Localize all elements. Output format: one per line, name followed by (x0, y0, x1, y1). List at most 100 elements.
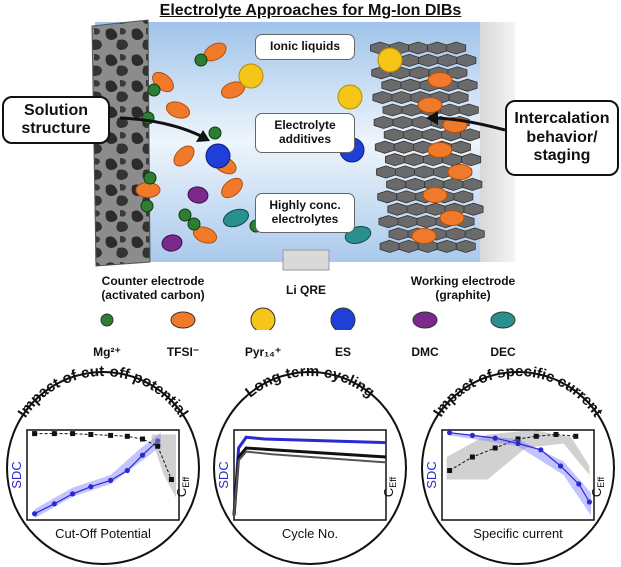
graphite-hexagon (392, 115, 413, 129)
dec-molecule (222, 208, 250, 228)
graphite-hexagon (414, 165, 435, 179)
legend-label: Pyr₁₄⁺ (244, 345, 282, 359)
legend-label: TFSI⁻ (166, 345, 200, 359)
arrow-head-right (426, 111, 438, 125)
graphite-hexagon (456, 53, 477, 67)
sdc-point (538, 447, 544, 453)
sdc-point (155, 438, 161, 444)
tfsi-ion (427, 142, 453, 158)
mg-ion (147, 83, 161, 97)
pyr14-ion (377, 47, 403, 73)
ceff-point (447, 468, 453, 473)
label-working-electrode: Working electrode (graphite) (410, 274, 516, 303)
graphite-hexagon (409, 66, 430, 80)
sdc-point (70, 491, 76, 497)
ceff-point (88, 432, 94, 437)
y-axis-label: SDC (424, 461, 439, 488)
graphite-hexagon (405, 177, 426, 191)
graphite-hexagon (451, 140, 471, 154)
result-panels: Impact of cut-off potentialSDCCEffCut-Of… (6, 363, 615, 565)
sdc-point (31, 511, 38, 517)
graphite-hexagon (458, 103, 479, 117)
blue-circle-icon (330, 307, 356, 330)
tfsi-ion (165, 101, 191, 119)
graphite-hexagon (462, 177, 483, 191)
tfsi-ion (447, 164, 473, 180)
tag-highly-conc: Highly conc. electrolytes (255, 193, 355, 233)
purple-ellipse-icon (412, 311, 438, 329)
graphite-hexagon (455, 239, 476, 253)
graphite-hexagon (418, 53, 439, 67)
mg-ion (143, 171, 157, 185)
plot-frame (233, 429, 387, 521)
graphite-hexagon (400, 78, 421, 92)
es-ion (205, 143, 231, 169)
mg-ion (194, 53, 208, 67)
graphite-hexagon (391, 91, 412, 105)
graphite-hexagon (374, 140, 395, 154)
ceff-point (492, 445, 498, 451)
sdc-point (51, 501, 57, 507)
ceff-point (155, 443, 161, 449)
sdc-point (124, 467, 130, 474)
callout-solution-structure: Solution structure (2, 96, 110, 144)
yellow-circle-icon (250, 307, 276, 330)
panel: Impact of specific currentSDCCEffSpecifi… (421, 363, 615, 565)
graphite-hexagon (376, 165, 396, 179)
mg-ion (178, 208, 192, 222)
graphite-hexagon (406, 202, 427, 216)
ceff-point (32, 431, 38, 437)
ceff-point (124, 433, 130, 439)
tfsi-ion (221, 177, 243, 199)
sdc-point (88, 484, 94, 490)
label-counter-electrode: Counter electrode (activated carbon) (101, 274, 205, 303)
graphite-hexagon (421, 128, 442, 142)
ceff-point (533, 433, 539, 439)
graphite-hexagon (384, 153, 405, 167)
label-li-qre: Li QRE (285, 283, 326, 297)
ceff-point (140, 436, 146, 442)
graphite-hexagon (436, 239, 457, 253)
panel: Impact of cut-off potentialSDCCEffCut-Of… (6, 363, 200, 565)
counter-electrode-shape (91, 19, 151, 267)
legend-icons (100, 307, 516, 330)
tfsi-ion (417, 97, 443, 113)
graphite-hexagon (388, 227, 409, 241)
graphite-hexagon (404, 153, 424, 167)
sdc-point (492, 435, 498, 441)
sdc-point (469, 432, 475, 438)
graphite-hexagon (372, 91, 393, 105)
graphite-hexagon (382, 103, 403, 117)
tfsi-ion (192, 226, 218, 244)
graphite-hexagon (381, 78, 402, 92)
graphite-hexagon (447, 66, 468, 80)
sdc-point (108, 477, 114, 483)
sdc-point (515, 440, 521, 447)
ceff-point (108, 432, 114, 438)
x-axis-label: Specific current (473, 526, 563, 541)
graphite-hexagon (427, 41, 448, 55)
graphite-hexagon (386, 177, 407, 191)
sdc-point (447, 430, 453, 436)
legend-label: DEC (490, 345, 516, 359)
tfsi-ion (411, 228, 437, 244)
graphite-hexagon (448, 91, 469, 105)
sdc-band (449, 432, 591, 516)
dmc-molecule (187, 186, 209, 204)
ceff-point (469, 454, 475, 460)
small-green-circle-icon (100, 313, 114, 327)
tfsi-ion (439, 210, 465, 226)
callout-intercalation: Intercalation behavior/ staging (505, 100, 619, 176)
graphite-hexagon (383, 128, 404, 142)
ceff-line-2 (233, 450, 387, 516)
ceff-point (573, 433, 579, 439)
tag-ionic-liquids: Ionic liquids (255, 34, 355, 60)
pyr14-ion (238, 63, 264, 89)
li-qre-shape (282, 249, 330, 271)
legend-label: DMC (411, 345, 439, 359)
ceff-point (70, 431, 76, 437)
graphite-hexagon (402, 128, 423, 142)
graphite-hexagon (461, 153, 482, 167)
